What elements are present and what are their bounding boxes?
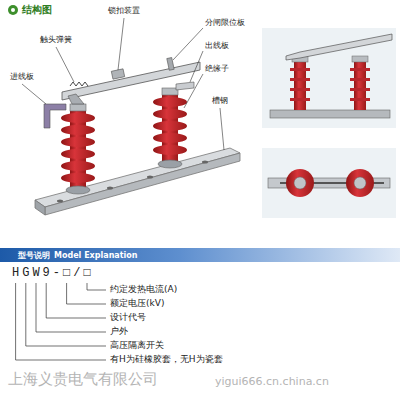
section-band — [0, 248, 400, 262]
part-label: 绝缘子 — [205, 65, 229, 74]
code-meaning: 有H为硅橡胶套，无H为瓷套 — [110, 355, 223, 365]
part-label: 分闸限位板 — [205, 19, 245, 28]
code-meaning: 额定电压(kV) — [110, 299, 164, 309]
code-meaning: 约定发热电流(A) — [110, 285, 177, 295]
header-bullet — [8, 5, 18, 15]
part-label: 出线板 — [205, 42, 229, 51]
part-label: 锁扣装置 — [108, 7, 140, 16]
side-view — [262, 28, 396, 128]
band-text: 型号说明 — [18, 250, 50, 261]
part-label: 进线板 — [10, 73, 34, 82]
watermark: yigui666.cn.china.cn — [215, 376, 329, 388]
band-text: Model Explanation — [54, 251, 137, 260]
watermark: 上海义贵电气有限公司 — [8, 371, 158, 388]
outgoing-plate — [176, 82, 194, 90]
code-meaning: 设计代号 — [110, 313, 146, 323]
section-title: 结构图 — [22, 4, 52, 15]
incoming-plate — [44, 104, 66, 128]
leader-line — [16, 283, 106, 360]
code-meaning: 高压隔离开关 — [110, 341, 164, 351]
model-code: HGW9-□/□ — [12, 267, 94, 280]
part-label: 触头弹簧 — [40, 36, 72, 45]
section-band: 型号说明 Model Explanation — [0, 248, 400, 262]
insulator — [61, 104, 95, 194]
code-meaning: 户外 — [110, 327, 128, 337]
top-view — [262, 148, 396, 218]
leader-line — [22, 18, 224, 150]
switch-blade — [62, 58, 200, 104]
channel-steel — [35, 148, 240, 215]
insulator — [153, 88, 187, 168]
part-label: 槽钢 — [212, 97, 228, 106]
